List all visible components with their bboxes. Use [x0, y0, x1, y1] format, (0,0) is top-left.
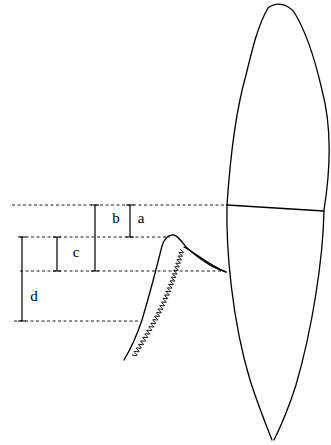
cej-reference	[12, 205, 226, 206]
dimension-label: b	[111, 211, 121, 226]
gingiva-inner	[184, 247, 226, 272]
dimension-a	[126, 205, 134, 237]
dimension-c	[53, 237, 61, 271]
bone-crest-reference	[14, 321, 138, 322]
attachment-reference	[20, 271, 225, 272]
dimension-label: c	[72, 245, 81, 260]
dimension-label: d	[29, 289, 39, 304]
tooth-crown	[227, 4, 329, 210]
dimension-b	[91, 205, 99, 271]
gingiva	[124, 235, 226, 360]
dimension-label: a	[137, 211, 146, 226]
pocket-epithelium	[132, 249, 184, 355]
dimension-d	[18, 237, 26, 321]
cej-line	[227, 205, 324, 211]
tooth-root	[227, 205, 324, 440]
